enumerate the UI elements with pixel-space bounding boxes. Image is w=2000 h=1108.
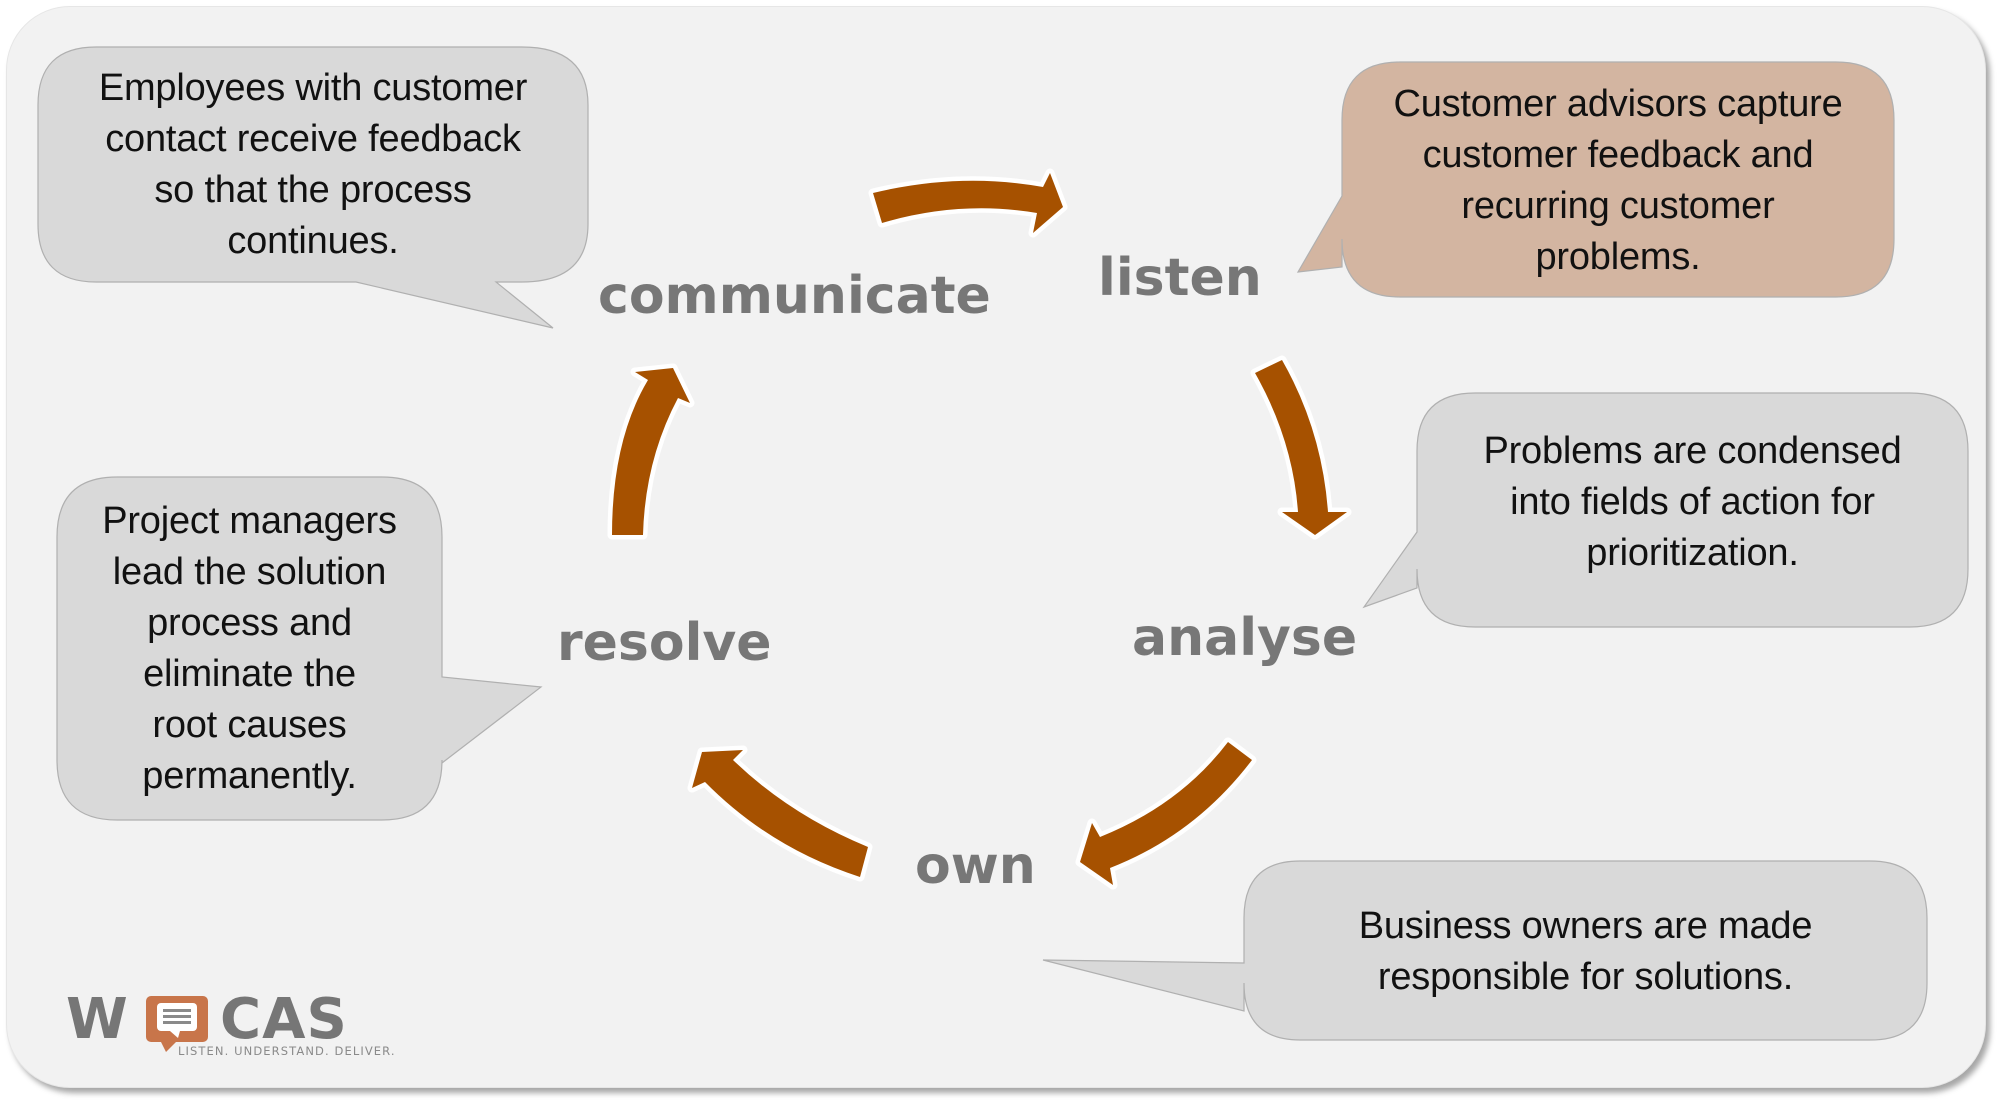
callout-analyse-shape [1362, 392, 1969, 628]
logo-tagline: LISTEN. UNDERSTAND. DELIVER. [178, 1044, 396, 1058]
callout-line: contact receive feedback [105, 118, 521, 160]
callout-line: root causes [152, 704, 347, 746]
callout-communicate-text: Employees with customer contact receive … [40, 52, 586, 278]
callout-resolve [56, 476, 543, 821]
arrow-analyse-to-own-shape [1075, 737, 1257, 890]
arrow-listen-to-analyse-shape [1250, 355, 1352, 540]
callout-line: continues. [227, 220, 399, 262]
step-label-communicate: communicate [598, 266, 991, 326]
callout-resolve-text: Project managers lead the solution proce… [59, 490, 440, 808]
arrow-listen-to-analyse [1250, 355, 1352, 540]
callout-listen-text: Customer advisors capture customer feedb… [1344, 68, 1892, 294]
step-label-analyse: analyse [1132, 608, 1358, 668]
callout-listen-shape [1296, 61, 1895, 298]
step-label-resolve: resolve [557, 613, 772, 673]
callout-analyse [1362, 392, 1969, 628]
arrow-own-to-resolve [687, 745, 873, 882]
arrow-resolve-to-communicate [607, 363, 695, 540]
callout-own [1042, 860, 1928, 1041]
logo-text-right: CAS [220, 987, 348, 1052]
arrow-communicate-to-listen [868, 168, 1068, 238]
callout-line: Customer advisors capture [1393, 83, 1843, 125]
callout-analyse-text: Problems are condensed into fields of ac… [1419, 392, 1966, 612]
callout-listen [1296, 61, 1895, 298]
callout-line: Project managers [102, 500, 397, 542]
arrow-analyse-to-own [1075, 737, 1257, 890]
callout-line: responsible for solutions. [1377, 956, 1794, 998]
arrow-own-to-resolve-shape [687, 745, 873, 882]
arrow-resolve-to-communicate-shape [607, 363, 695, 540]
logo-text-left: W [66, 987, 129, 1052]
callout-line: eliminate the [143, 653, 356, 695]
callout-resolve-shape [56, 476, 543, 821]
callout-line: Employees with customer [98, 67, 528, 109]
callout-own-text: Business owners are made responsible for… [1246, 872, 1925, 1032]
callout-line: recurring customer [1461, 185, 1775, 227]
callout-line: lead the solution [112, 551, 387, 593]
callout-line: Business owners are made [1358, 905, 1813, 947]
callout-line: into fields of action for [1510, 480, 1875, 523]
callout-line: process and [147, 602, 352, 644]
callout-communicate [37, 46, 589, 329]
callout-line: prioritization. [1586, 531, 1799, 574]
logo-speech-bubble-icon [146, 996, 208, 1052]
callout-line: problems. [1535, 236, 1701, 278]
callout-line: permanently. [142, 755, 357, 797]
step-label-own: own [915, 836, 1036, 896]
callout-line: so that the process [154, 169, 472, 211]
callout-communicate-shape [37, 46, 589, 329]
callout-line: Problems are condensed [1483, 429, 1902, 472]
callout-line: customer feedback and [1422, 134, 1814, 176]
arrow-communicate-to-listen-shape [868, 168, 1068, 238]
step-label-listen: listen [1098, 248, 1262, 308]
callout-own-shape [1042, 860, 1928, 1041]
